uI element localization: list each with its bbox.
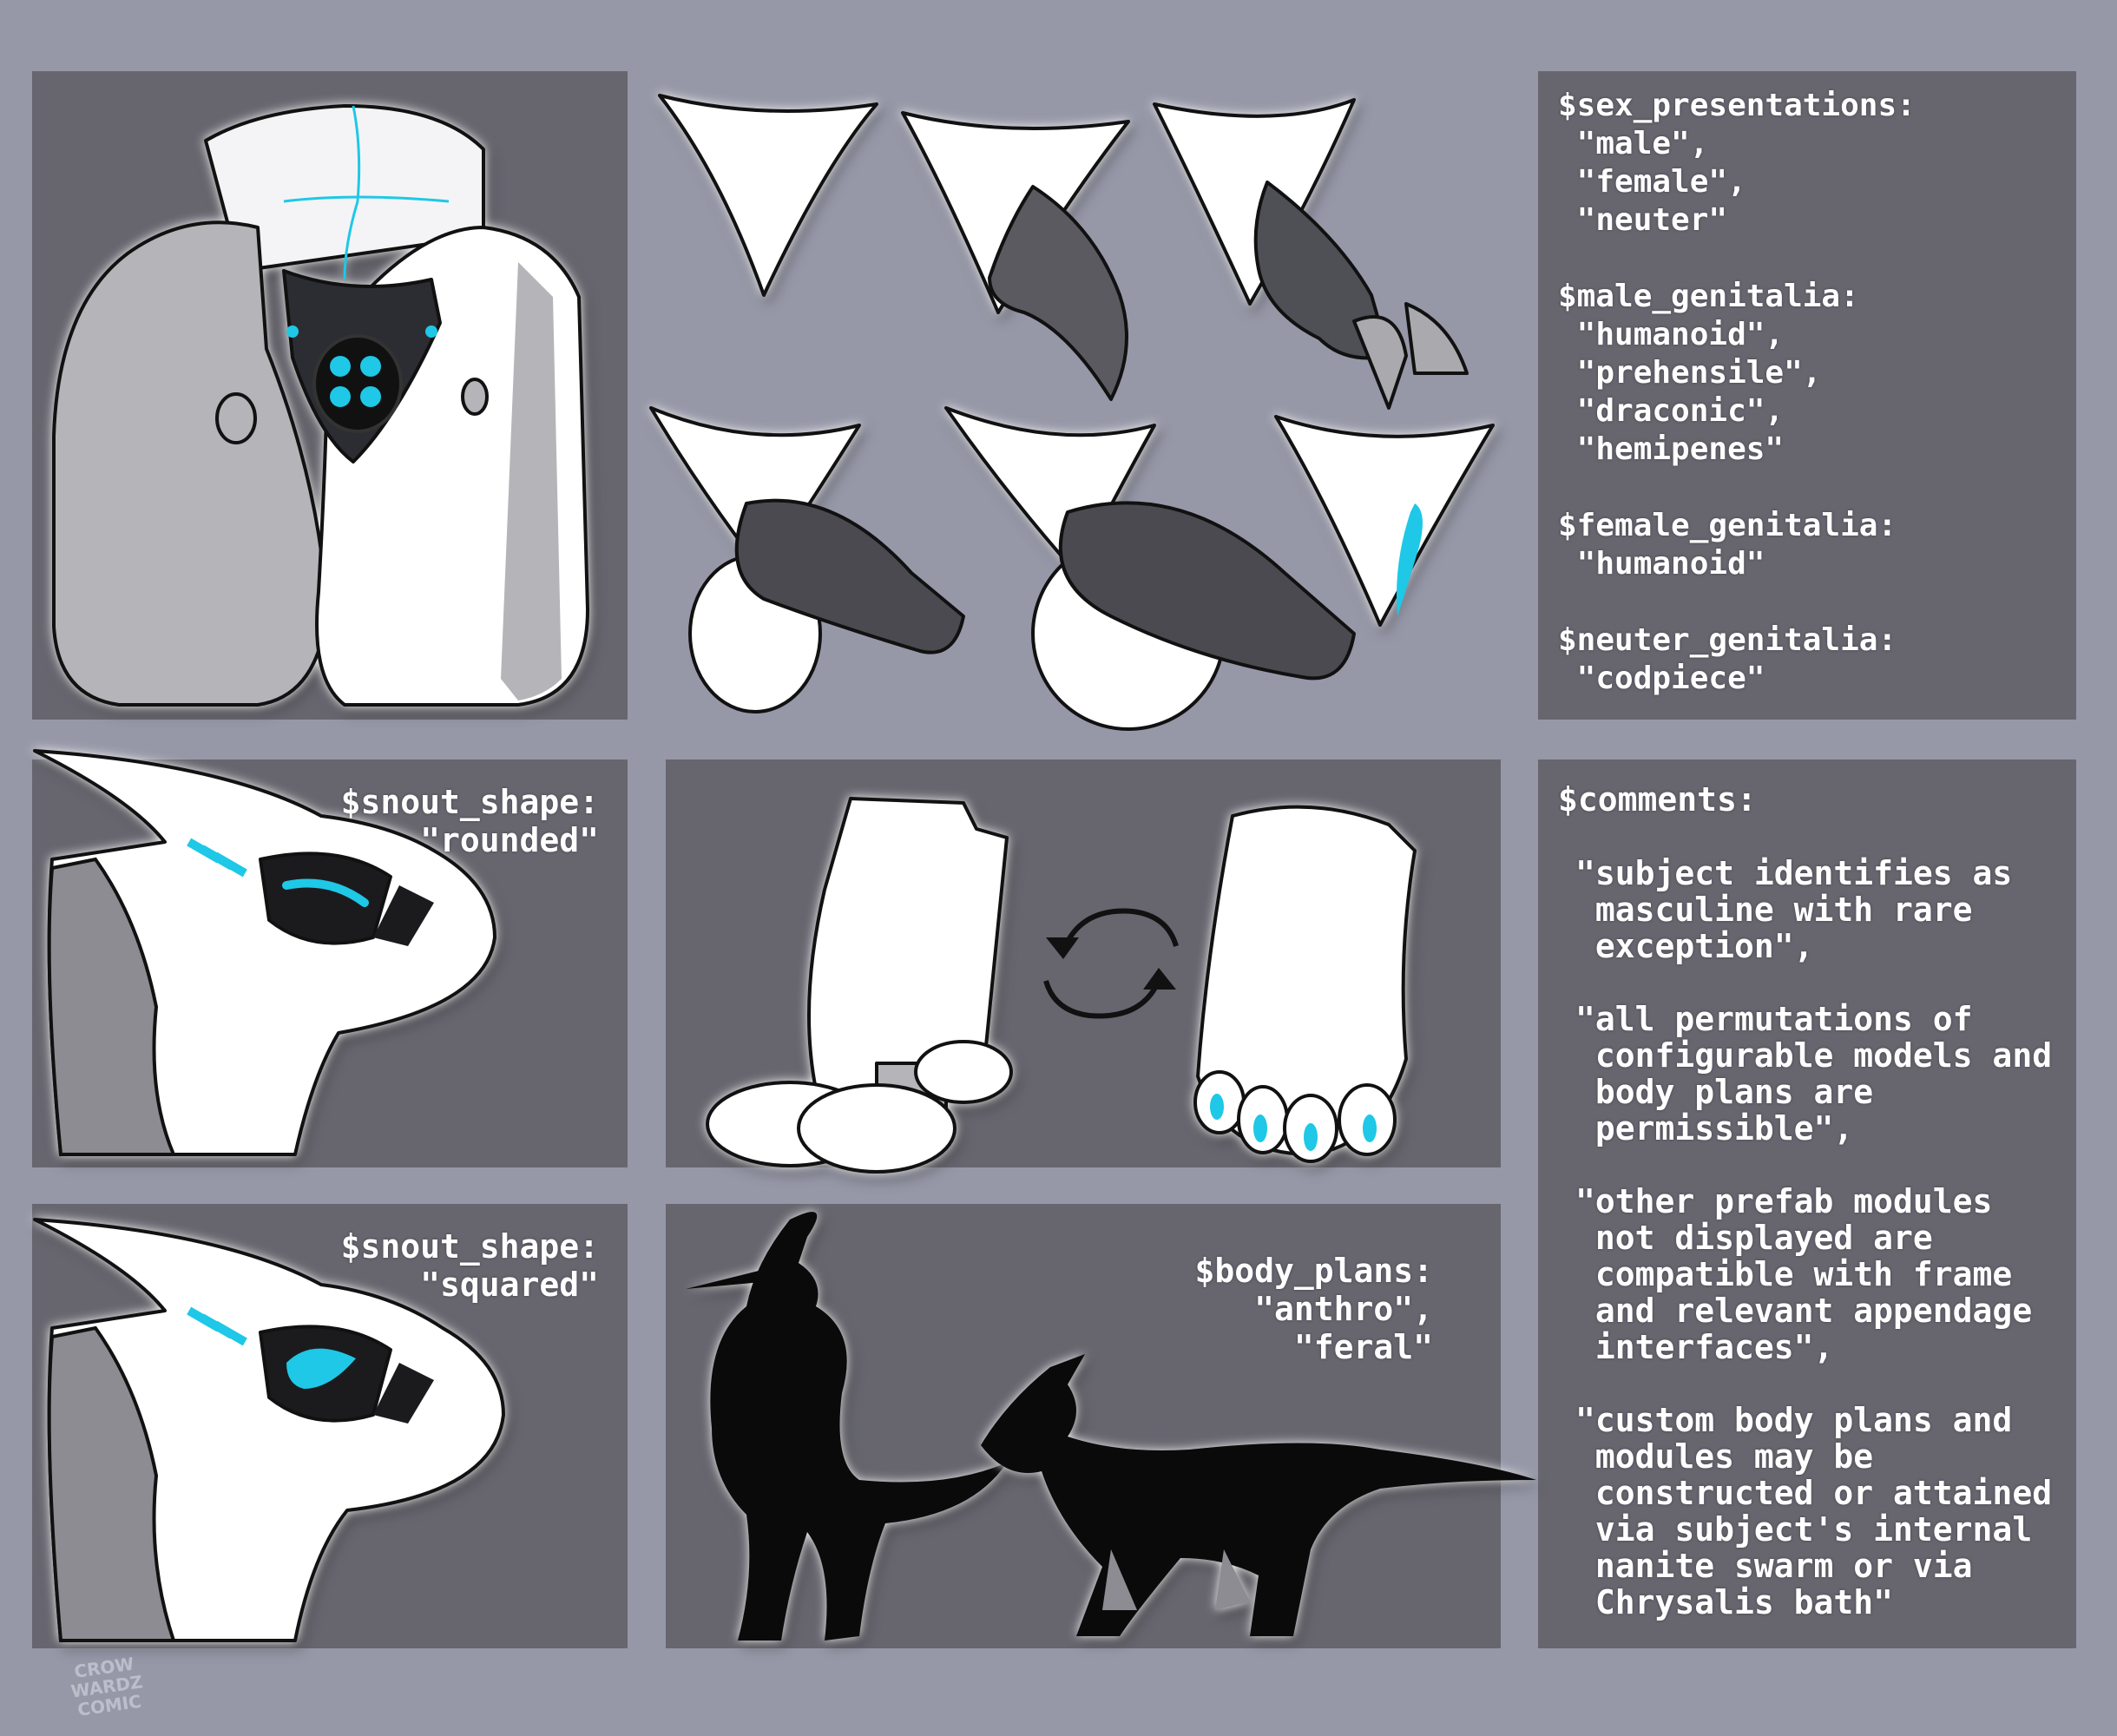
- comment-item: "custom body plans and modules may be co…: [1575, 1401, 2053, 1621]
- comment-item: "other prefab modules not displayed are …: [1575, 1182, 2033, 1366]
- sex-presentations-text: $sex_presentations: "male", "female", "n…: [1558, 87, 1916, 698]
- rotate-arrows-icon: [1043, 908, 1179, 1019]
- sex-panel-line: "codpiece": [1558, 661, 1765, 696]
- body-plans-value1: "anthro",: [1254, 1290, 1433, 1328]
- variant-humanoid-female: [658, 94, 878, 297]
- variant-humanoid-male: [649, 406, 965, 713]
- snout-squared-key: $snout_shape:: [340, 1227, 599, 1266]
- watermark-logo: CROW WARDZ COMIC: [69, 1653, 144, 1720]
- foot-front: [1193, 805, 1417, 1163]
- snout-rounded-key: $snout_shape:: [340, 783, 599, 821]
- variant-draconic-large: [944, 406, 1356, 731]
- sex-panel-line: [1558, 240, 1916, 278]
- foot-side: [706, 797, 1013, 1174]
- variant-female: [1274, 415, 1495, 627]
- sex-panel-line: "humanoid",: [1558, 317, 1785, 352]
- sex-panel-line: $sex_presentations:: [1558, 88, 1916, 123]
- silhouette-feral: [981, 1354, 1536, 1636]
- silhouette-anthro: [686, 1212, 1007, 1641]
- sex-panel-line: $male_genitalia:: [1558, 279, 1859, 314]
- head-squared: [33, 1218, 505, 1642]
- sex-panel-line: "neuter": [1558, 202, 1728, 238]
- sex-panel-line: "male",: [1558, 126, 1709, 161]
- head-rounded: [33, 749, 496, 1156]
- sex-panel-line: "humanoid": [1558, 546, 1765, 582]
- sex-panel-line: $female_genitalia:: [1558, 508, 1897, 543]
- snout-squared-value: "squared": [420, 1266, 599, 1304]
- variant-draconic: [1153, 98, 1469, 410]
- torso-illustration: [52, 104, 589, 707]
- sex-panel-line: "hemipenes": [1558, 431, 1785, 467]
- panel-comments: [1538, 760, 2076, 1648]
- comments-key: $comments:: [1558, 780, 1757, 819]
- comments-list: "subject identifies as masculine with ra…: [1575, 855, 2061, 1657]
- snout-rounded-value: "rounded": [420, 821, 599, 859]
- comment-item: "subject identifies as masculine with ra…: [1575, 854, 2013, 965]
- sex-panel-line: "female",: [1558, 164, 1746, 200]
- sex-panel-line: $neuter_genitalia:: [1558, 622, 1897, 658]
- variant-prehensile: [901, 111, 1130, 401]
- sex-panel-line: [1558, 469, 1916, 507]
- sex-panel-line: [1558, 583, 1916, 621]
- sex-panel-line: "draconic",: [1558, 393, 1785, 429]
- panel-sex-presentations: [1538, 71, 2076, 720]
- comment-item: "all permutations of configurable models…: [1575, 1000, 2053, 1147]
- body-plans-key: $body_plans:: [1194, 1252, 1433, 1290]
- body-plans-value2: "feral": [1293, 1328, 1433, 1366]
- sex-panel-line: "prehensile",: [1558, 355, 1822, 391]
